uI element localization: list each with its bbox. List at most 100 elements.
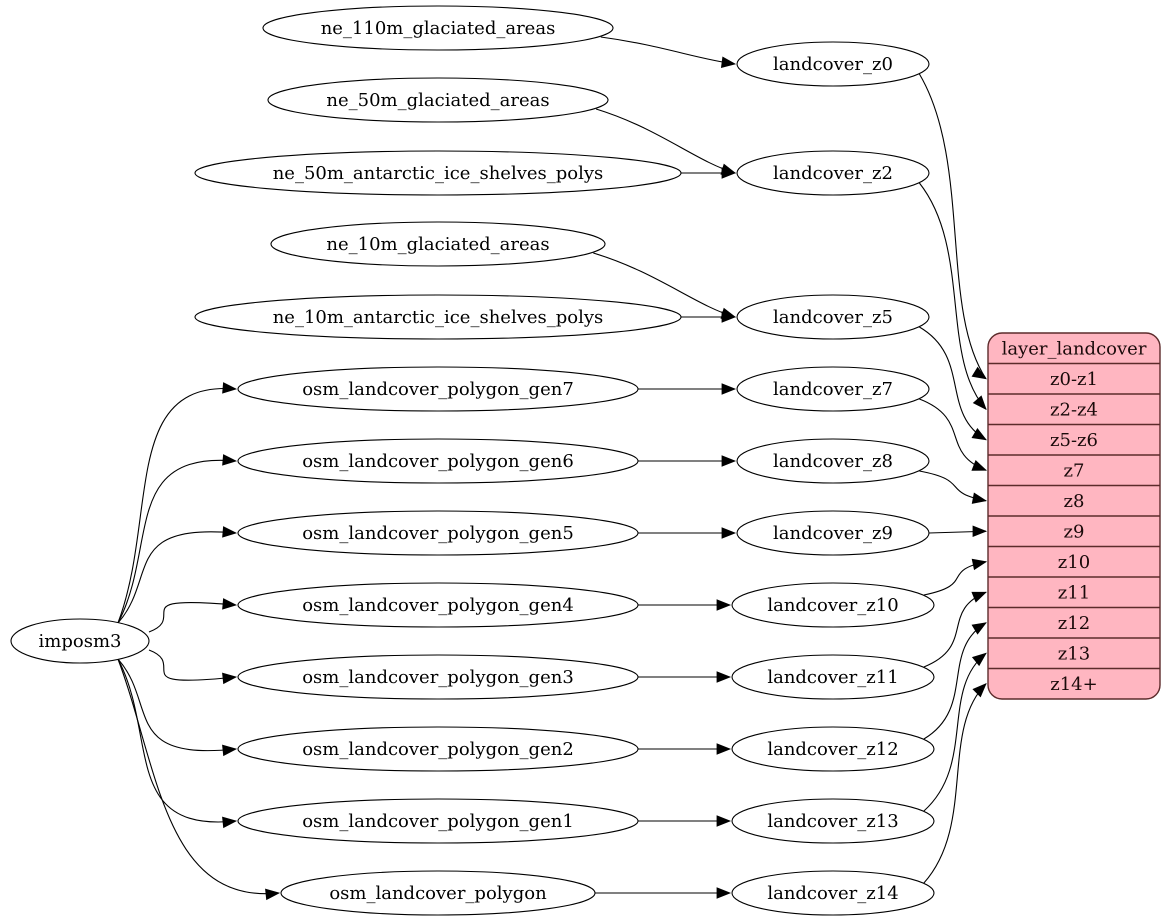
node-landcover_z9[interactable]: landcover_z9 <box>736 510 930 556</box>
table-row-z14+[interactable]: z14+ <box>988 669 1160 700</box>
node-osm_landcover_polygon[interactable]: osm_landcover_polygon <box>280 870 596 916</box>
table-row-label: z14+ <box>1050 674 1097 695</box>
node-label: landcover_z14 <box>767 883 898 904</box>
edge-landcover_z11-to-table-z11 <box>923 591 987 668</box>
node-osm_landcover_polygon_gen1[interactable]: osm_landcover_polygon_gen1 <box>237 798 639 844</box>
edge-imposm3-to-osm_landcover_polygon_gen6 <box>117 454 238 624</box>
node-ne_10m_glaciated_areas[interactable]: ne_10m_glaciated_areas <box>270 221 606 267</box>
table-row-z12[interactable]: z12 <box>988 608 1160 639</box>
table-row-label: z10 <box>1058 552 1090 573</box>
node-label: landcover_z9 <box>773 523 893 544</box>
node-ne_10m_antarctic_ice_shelves_polys[interactable]: ne_10m_antarctic_ice_shelves_polys <box>194 294 682 340</box>
node-landcover_z13[interactable]: landcover_z13 <box>731 798 935 844</box>
table-row-z2-z4[interactable]: z2-z4 <box>988 394 1160 425</box>
edge-landcover_z13-to-table-z13 <box>923 652 987 812</box>
edge-osm_landcover_polygon_gen5-to-landcover_z9 <box>638 527 737 539</box>
node-landcover_z10[interactable]: landcover_z10 <box>731 582 935 628</box>
edge-ne_10m_antarctic_ice_shelves_polys-to-landcover_z5 <box>681 311 737 323</box>
node-osm_landcover_polygon_gen4[interactable]: osm_landcover_polygon_gen4 <box>237 582 639 628</box>
layer-landcover-table: layer_landcover z0-z1 z2-z4 z5-z6 z7 z8 z9 z10 z… <box>987 332 1161 700</box>
edge-osm_landcover_polygon_gen1-to-landcover_z13 <box>638 815 732 827</box>
node-landcover_z5[interactable]: landcover_z5 <box>736 294 930 340</box>
edge-landcover_z10-to-table-z10 <box>923 558 988 596</box>
node-ne_50m_antarctic_ice_shelves_polys[interactable]: ne_50m_antarctic_ice_shelves_polys <box>194 150 682 196</box>
edge-imposm3-to-osm_landcover_polygon_gen4 <box>148 598 238 633</box>
table-row-label: z13 <box>1058 643 1090 664</box>
edge-imposm3-to-osm_landcover_polygon_gen3 <box>148 649 238 685</box>
edge-imposm3-to-osm_landcover_polygon_gen1 <box>117 658 238 829</box>
edge-landcover_z2-to-table-z2-z4 <box>918 182 987 411</box>
table-row-z10[interactable]: z10 <box>988 547 1160 578</box>
node-landcover_z12[interactable]: landcover_z12 <box>731 726 935 772</box>
node-label: ne_10m_glaciated_areas <box>326 234 549 255</box>
node-label: landcover_z7 <box>773 379 893 400</box>
node-label: landcover_z12 <box>767 739 898 760</box>
edge-ne_110m_glaciated_areas-to-landcover_z0 <box>600 36 737 69</box>
edge-landcover_z5-to-table-z5-z6 <box>919 326 987 441</box>
table-row-label: z2-z4 <box>1050 399 1098 420</box>
node-label: landcover_z0 <box>773 54 893 75</box>
table-row-z9[interactable]: z9 <box>988 516 1160 547</box>
node-label: landcover_z13 <box>767 811 898 832</box>
node-landcover_z14[interactable]: landcover_z14 <box>731 870 935 916</box>
node-osm_landcover_polygon_gen5[interactable]: osm_landcover_polygon_gen5 <box>237 510 639 556</box>
table-header-label: layer_landcover <box>1002 338 1147 359</box>
edge-landcover_z12-to-table-z12 <box>923 622 987 740</box>
node-landcover_z11[interactable]: landcover_z11 <box>731 654 935 700</box>
edge-imposm3-to-osm_landcover_polygon_gen5 <box>117 526 238 624</box>
node-label: landcover_z10 <box>767 595 898 616</box>
node-landcover_z0[interactable]: landcover_z0 <box>736 41 930 87</box>
node-label: landcover_z11 <box>767 667 898 688</box>
table-row-z8[interactable]: z8 <box>988 486 1160 517</box>
node-label: osm_landcover_polygon_gen1 <box>302 811 574 832</box>
node-osm_landcover_polygon_gen6[interactable]: osm_landcover_polygon_gen6 <box>237 438 639 484</box>
edge-landcover_z14-to-table-z14+ <box>923 682 987 884</box>
table-row-label: z12 <box>1058 613 1090 634</box>
node-landcover_z2[interactable]: landcover_z2 <box>736 150 930 196</box>
edge-landcover_z0-to-table-z0-z1 <box>918 73 987 380</box>
node-label: ne_50m_glaciated_areas <box>326 90 549 111</box>
node-osm_landcover_polygon_gen3[interactable]: osm_landcover_polygon_gen3 <box>237 654 639 700</box>
node-imposm3[interactable]: imposm3 <box>10 618 150 664</box>
table-row-z13[interactable]: z13 <box>988 638 1160 669</box>
table-row-z7[interactable]: z7 <box>988 455 1160 486</box>
table-row-label: z7 <box>1064 460 1085 481</box>
edge-osm_landcover_polygon_gen2-to-landcover_z12 <box>638 743 732 755</box>
node-label: osm_landcover_polygon_gen3 <box>302 667 574 688</box>
node-ne_50m_glaciated_areas[interactable]: ne_50m_glaciated_areas <box>267 77 609 123</box>
edge-osm_landcover_polygon_gen3-to-landcover_z11 <box>638 671 732 683</box>
table-row-label: z8 <box>1064 491 1085 512</box>
edge-osm_landcover_polygon_gen4-to-landcover_z10 <box>638 599 732 611</box>
edge-osm_landcover_polygon-to-landcover_z14 <box>595 887 732 899</box>
node-label: landcover_z2 <box>773 163 893 184</box>
edge-imposm3-to-osm_landcover_polygon <box>117 658 281 901</box>
node-label: osm_landcover_polygon_gen5 <box>302 523 574 544</box>
table-row-label: z11 <box>1058 582 1090 603</box>
node-label: ne_50m_antarctic_ice_shelves_polys <box>273 163 604 184</box>
node-ne_110m_glaciated_areas[interactable]: ne_110m_glaciated_areas <box>262 5 614 51</box>
node-label: osm_landcover_polygon <box>329 883 547 904</box>
edge-imposm3-to-osm_landcover_polygon_gen7 <box>117 382 238 624</box>
node-label: imposm3 <box>39 631 122 652</box>
table-row-label: z9 <box>1064 521 1085 542</box>
table-row-label: z0-z1 <box>1050 369 1098 390</box>
node-label: ne_10m_antarctic_ice_shelves_polys <box>273 307 604 328</box>
node-osm_landcover_polygon_gen2[interactable]: osm_landcover_polygon_gen2 <box>237 726 639 772</box>
edge-landcover_z7-to-table-z7 <box>919 398 988 471</box>
node-label: osm_landcover_polygon_gen7 <box>302 379 574 400</box>
table-row-z11[interactable]: z11 <box>988 577 1160 608</box>
table-row-label: z5-z6 <box>1050 430 1098 451</box>
edge-landcover_z9-to-table-z9 <box>928 525 988 538</box>
table-row-z5-z6[interactable]: z5-z6 <box>988 425 1160 456</box>
table-row-z0-z1[interactable]: z0-z1 <box>988 364 1160 395</box>
node-label: osm_landcover_polygon_gen4 <box>302 595 574 616</box>
node-landcover_z8[interactable]: landcover_z8 <box>736 438 930 484</box>
edge-imposm3-to-osm_landcover_polygon_gen2 <box>117 658 238 757</box>
node-label: landcover_z5 <box>773 307 893 328</box>
edge-ne_50m_antarctic_ice_shelves_polys-to-landcover_z2 <box>681 167 737 179</box>
node-landcover_z7[interactable]: landcover_z7 <box>736 366 930 412</box>
node-label: landcover_z8 <box>773 451 893 472</box>
node-osm_landcover_polygon_gen7[interactable]: osm_landcover_polygon_gen7 <box>237 366 639 412</box>
node-label: osm_landcover_polygon_gen2 <box>302 739 574 760</box>
